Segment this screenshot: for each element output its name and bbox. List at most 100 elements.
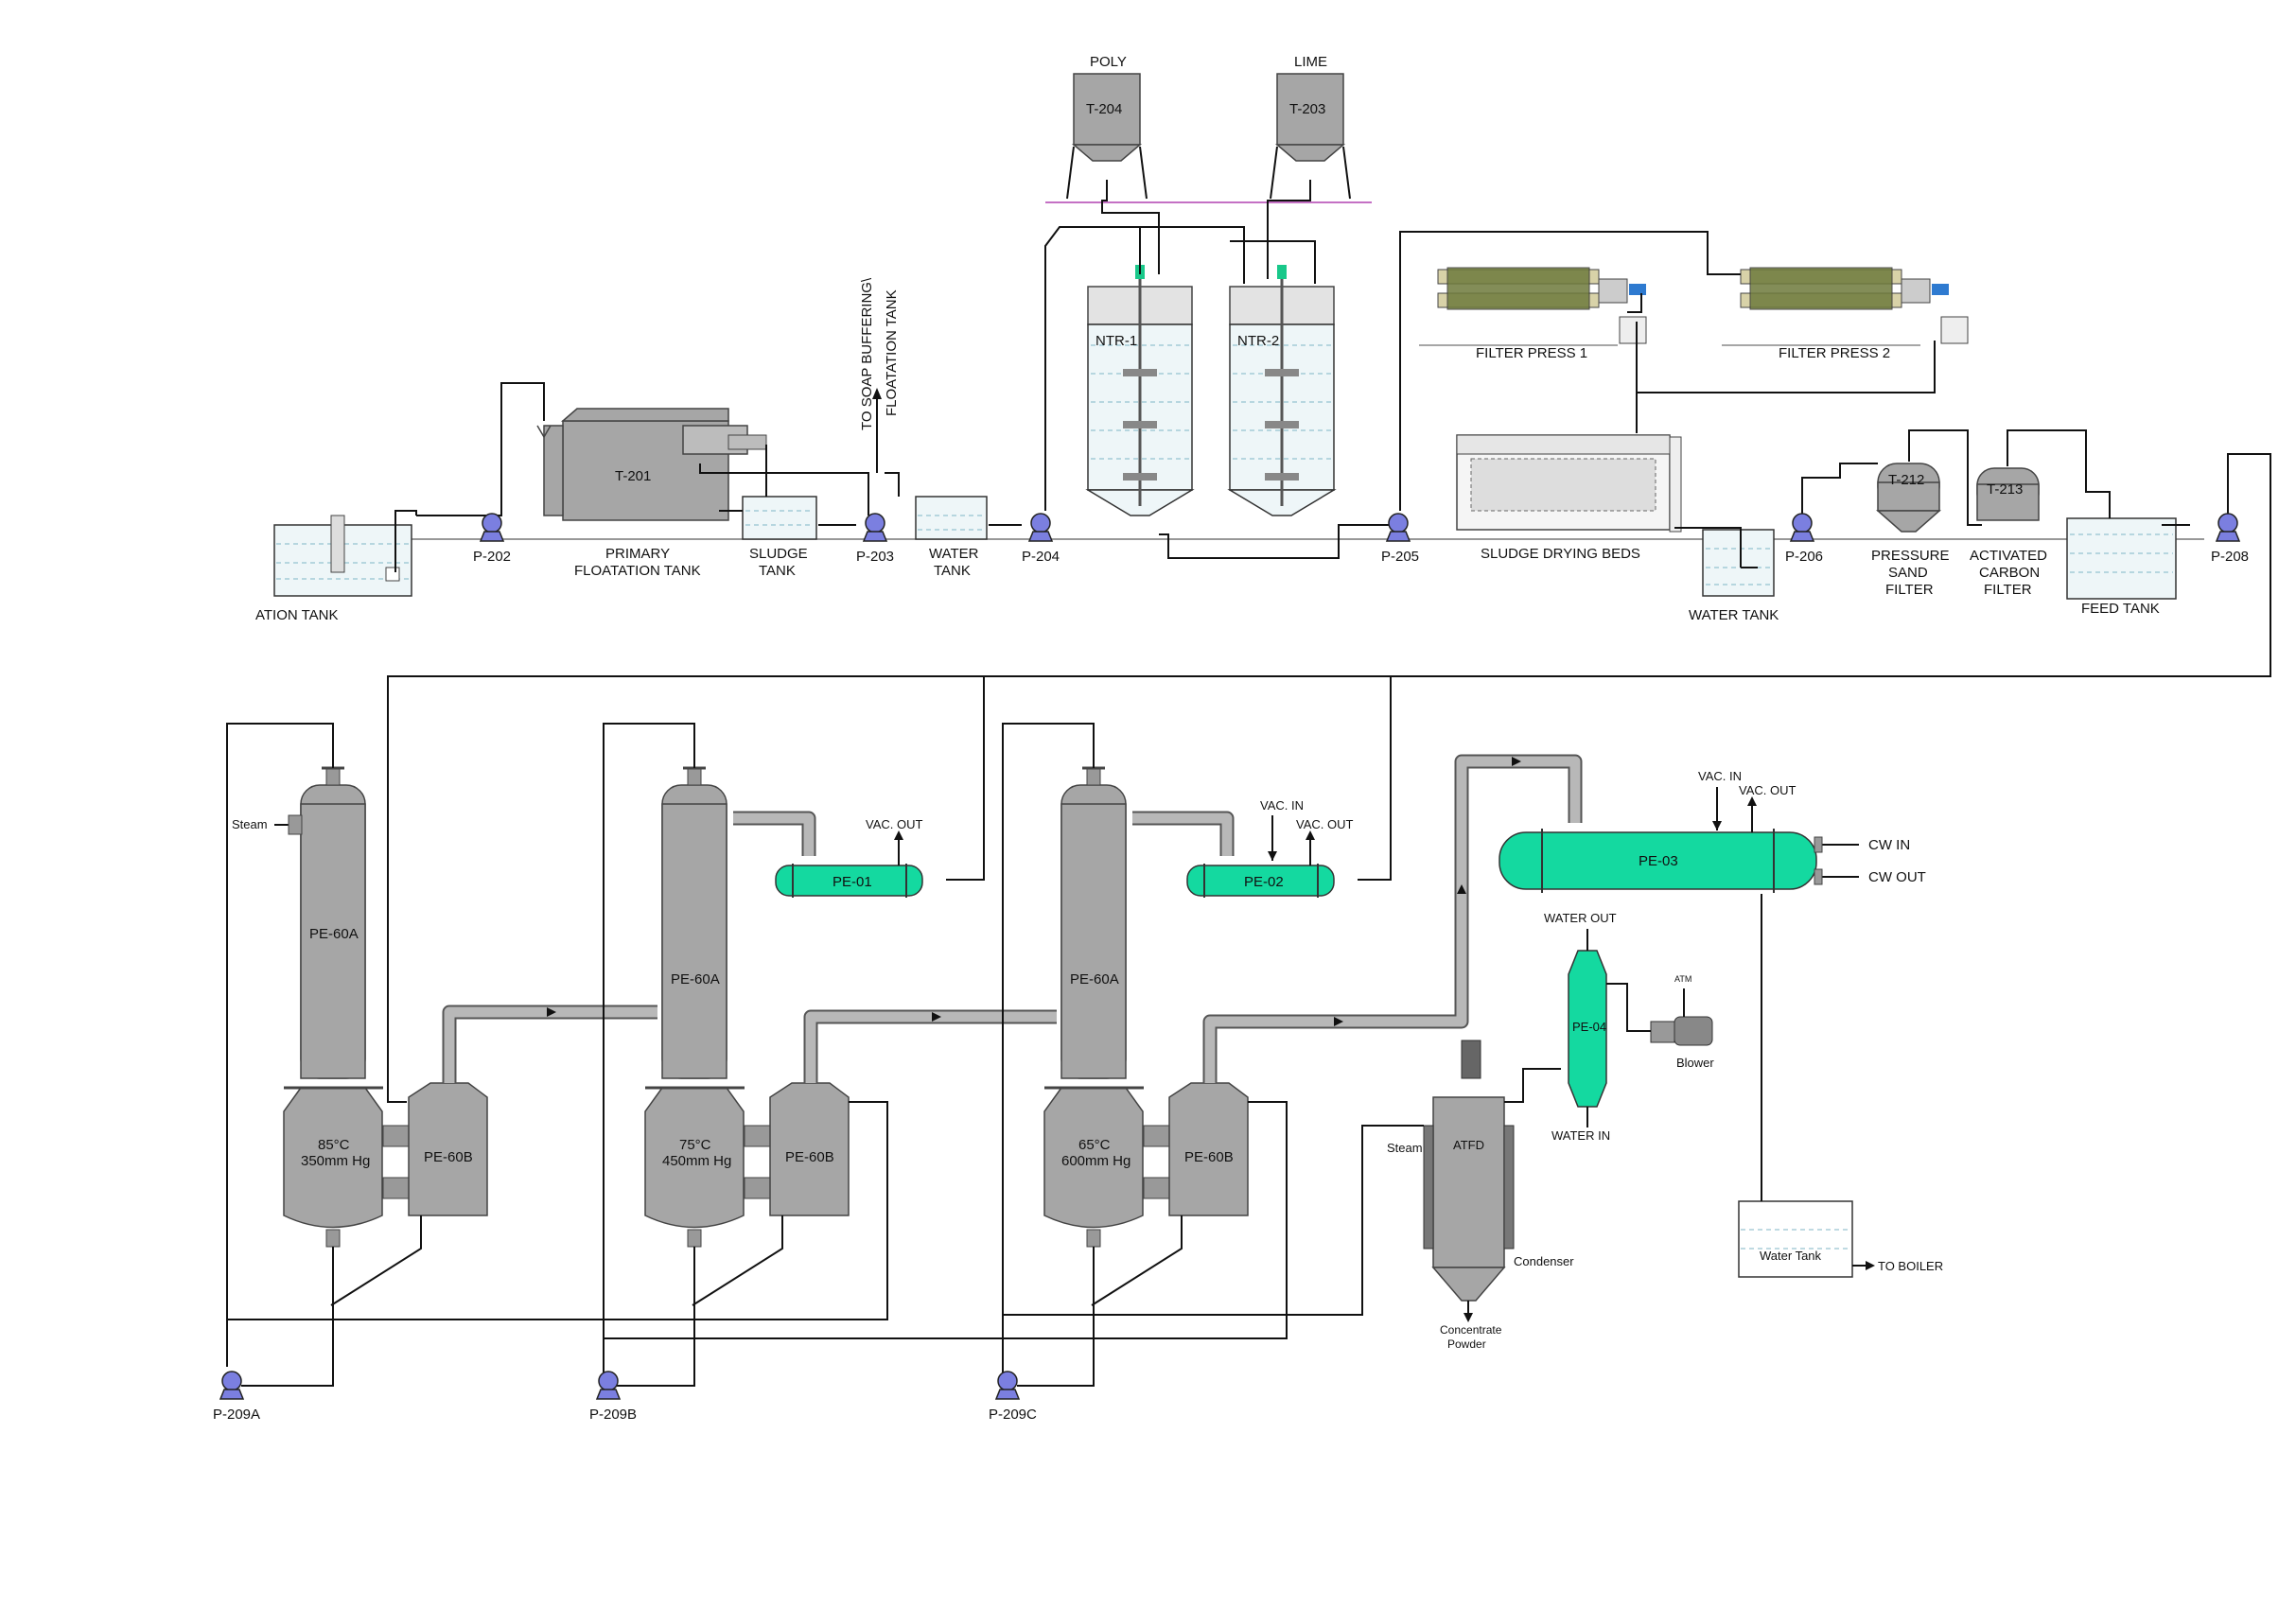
floatation-tank-vertical-label: FLOATATION TANK bbox=[884, 289, 900, 416]
vac-in-3-label: VAC. IN bbox=[1698, 769, 1742, 783]
filter-press-1: FILTER PRESS 1 bbox=[1419, 267, 1647, 361]
ntr2-label: NTR-2 bbox=[1237, 333, 1279, 349]
vac-out-2-label: VAC. OUT bbox=[1296, 817, 1353, 831]
stage2-pe60a-label: PE-60A bbox=[671, 971, 720, 988]
atfd-label: ATFD bbox=[1453, 1138, 1484, 1152]
filter-press-2-label: FILTER PRESS 2 bbox=[1779, 345, 1890, 361]
pe04-label: PE-04 bbox=[1572, 1020, 1606, 1034]
pump-p205: P-205 bbox=[1381, 513, 1419, 565]
psf-label-3: FILTER bbox=[1885, 582, 1934, 598]
water-tank-3: Water Tank TO BOILER bbox=[1738, 894, 1943, 1278]
pump-p203: P-203 bbox=[856, 513, 894, 565]
stage3-temp: 65°C bbox=[1078, 1137, 1111, 1153]
pressure-sand-filter: T-212 PRESSURE SAND FILTER bbox=[1871, 463, 1950, 598]
pe01-label: PE-01 bbox=[833, 874, 872, 890]
water-tank-3-label: Water Tank bbox=[1760, 1249, 1822, 1263]
sludge-drying-beds: SLUDGE DRYING BEDS bbox=[1456, 434, 1682, 562]
stage2-temp: 75°C bbox=[679, 1137, 711, 1153]
pump-p209c: P-209C bbox=[989, 1371, 1037, 1423]
psf-label-2: SAND bbox=[1888, 565, 1928, 581]
lime-dosing-tank: LIME T-203 bbox=[1270, 54, 1351, 200]
water-tank-2-label: WATER TANK bbox=[1689, 607, 1779, 623]
water-label-1: WATER bbox=[929, 546, 979, 562]
steam-label-1: Steam bbox=[232, 817, 268, 831]
evaporator-stage-3: PE-60A 65°C 600mm Hg PE-60B bbox=[1043, 766, 1249, 1248]
feed-tank-label: FEED TANK bbox=[2081, 601, 2160, 617]
steam-label-2: Steam bbox=[1387, 1141, 1423, 1155]
evaporator-stage-1: PE-60A 85°C 350mm Hg Steam PE-60B bbox=[232, 766, 488, 1248]
stage1-press: 350mm Hg bbox=[301, 1153, 370, 1169]
sludge-tank: SLUDGE TANK bbox=[742, 496, 817, 579]
filter-press-1-label: FILTER PRESS 1 bbox=[1476, 345, 1587, 361]
lime-label: LIME bbox=[1294, 54, 1327, 70]
primary-label-1: PRIMARY bbox=[605, 546, 670, 562]
soap-buffering-label: TO SOAP BUFFERING\ bbox=[859, 277, 875, 430]
concentrate-label-2: Powder bbox=[1447, 1337, 1486, 1351]
pe02-label: PE-02 bbox=[1244, 874, 1284, 890]
p204-label: P-204 bbox=[1022, 549, 1060, 565]
concentrate-label-1: Concentrate bbox=[1440, 1323, 1502, 1337]
filter-press-2: FILTER PRESS 2 bbox=[1722, 267, 1969, 361]
sludge-label-2: TANK bbox=[759, 563, 796, 579]
heat-exchanger-pe01: PE-01 VAC. OUT bbox=[775, 817, 923, 898]
vac-out-3-label: VAC. OUT bbox=[1739, 783, 1796, 797]
condenser-label: Condenser bbox=[1514, 1254, 1574, 1268]
pe03-label: PE-03 bbox=[1639, 853, 1678, 869]
stage3-press: 600mm Hg bbox=[1061, 1153, 1130, 1169]
sludge-drying-beds-label: SLUDGE DRYING BEDS bbox=[1481, 546, 1640, 562]
t213-label: T-213 bbox=[1987, 481, 2023, 498]
water-tank-1: WATER TANK bbox=[915, 496, 988, 579]
atfd: ATFD Steam Condenser Concentrate Powder bbox=[1387, 1040, 1574, 1351]
p206-label: P-206 bbox=[1785, 549, 1823, 565]
water-tank-2: WATER TANK bbox=[1689, 529, 1779, 623]
vapour-lines bbox=[442, 754, 1583, 1083]
heat-exchanger-pe02: PE-02 VAC. IN VAC. OUT bbox=[1186, 798, 1353, 898]
ntr1-label: NTR-1 bbox=[1095, 333, 1137, 349]
pump-p208: P-208 bbox=[2211, 513, 2249, 565]
p202-label: P-202 bbox=[473, 549, 511, 565]
water-in-label: WATER IN bbox=[1551, 1128, 1610, 1143]
pump-p206: P-206 bbox=[1785, 513, 1823, 565]
pump-p204: P-204 bbox=[1022, 513, 1060, 565]
top-piping bbox=[387, 180, 2271, 1103]
stage1-pe60a-label: PE-60A bbox=[309, 926, 359, 942]
poly-dosing-tank: POLY T-204 bbox=[1066, 54, 1148, 200]
atm-label: ATM bbox=[1674, 974, 1691, 984]
to-boiler-label: TO BOILER bbox=[1878, 1259, 1943, 1273]
stage3-pe60a-label: PE-60A bbox=[1070, 971, 1119, 988]
blower: ATM Blower bbox=[1606, 974, 1714, 1070]
stage3-pe60b-label: PE-60B bbox=[1184, 1149, 1234, 1165]
pump-p209a: P-209A bbox=[213, 1371, 260, 1423]
p209c-label: P-209C bbox=[989, 1407, 1037, 1423]
water-label-2: TANK bbox=[934, 563, 971, 579]
t204-label: T-204 bbox=[1086, 101, 1122, 117]
pump-p202: P-202 bbox=[473, 513, 511, 565]
stage2-press: 450mm Hg bbox=[662, 1153, 731, 1169]
p209b-label: P-209B bbox=[589, 1407, 637, 1423]
acf-label-2: CARBON bbox=[1979, 565, 2040, 581]
t201-label: T-201 bbox=[615, 468, 651, 484]
primary-floatation-tank: T-201 PRIMARY FLOATATION TANK bbox=[536, 408, 767, 579]
acf-label-3: FILTER bbox=[1984, 582, 2032, 598]
bottom-piping bbox=[226, 723, 1424, 1387]
stage1-pe60b-label: PE-60B bbox=[424, 1149, 473, 1165]
cw-in-label: CW IN bbox=[1868, 837, 1910, 853]
psf-label-1: PRESSURE bbox=[1871, 548, 1950, 564]
water-out-label: WATER OUT bbox=[1544, 911, 1617, 925]
stage1-temp: 85°C bbox=[318, 1137, 350, 1153]
pump-p209b: P-209B bbox=[589, 1371, 637, 1423]
poly-label: POLY bbox=[1090, 54, 1127, 70]
t203-label: T-203 bbox=[1289, 101, 1325, 117]
neutralizer-ntr1: NTR-1 bbox=[1085, 265, 1195, 516]
p209a-label: P-209A bbox=[213, 1407, 260, 1423]
soap-buffering-note: TO SOAP BUFFERING\ FLOATATION TANK bbox=[859, 277, 900, 473]
feed-tank: FEED TANK bbox=[2066, 517, 2177, 617]
neutralizer-ntr2: NTR-2 bbox=[1227, 265, 1337, 516]
p205-label: P-205 bbox=[1381, 549, 1419, 565]
vac-in-2-label: VAC. IN bbox=[1260, 798, 1304, 813]
acf-label-1: ACTIVATED bbox=[1970, 548, 2047, 564]
ation-tank-label: ATION TANK bbox=[255, 607, 339, 623]
blower-label: Blower bbox=[1676, 1056, 1714, 1070]
vac-out-1-label: VAC. OUT bbox=[866, 817, 922, 831]
